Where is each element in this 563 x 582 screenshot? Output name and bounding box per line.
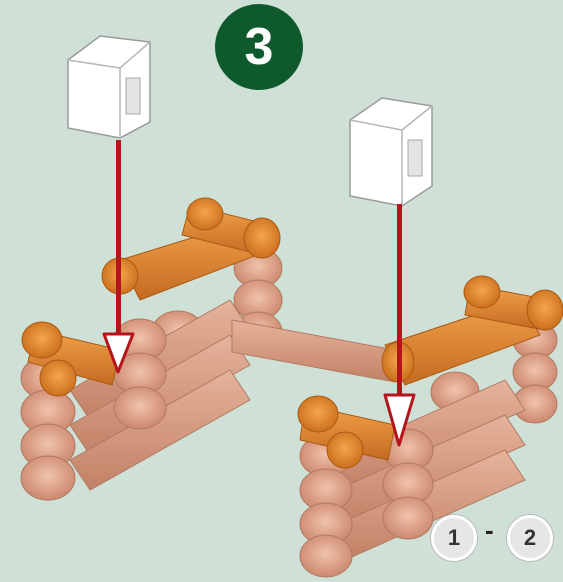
left-log-wall — [20, 197, 283, 501]
connector-block-icon — [349, 97, 433, 207]
down-arrow-icon — [102, 140, 135, 374]
page-ref-start-badge: 1 — [431, 515, 477, 561]
page-ref-end-badge: 2 — [507, 515, 553, 561]
step-number-badge: 3 — [215, 4, 303, 90]
connecting-log — [231, 319, 396, 383]
down-arrow-icon — [383, 204, 416, 447]
page-range-separator: - — [485, 515, 494, 545]
connector-block-icon — [67, 35, 151, 139]
right-log-wall — [297, 275, 563, 578]
